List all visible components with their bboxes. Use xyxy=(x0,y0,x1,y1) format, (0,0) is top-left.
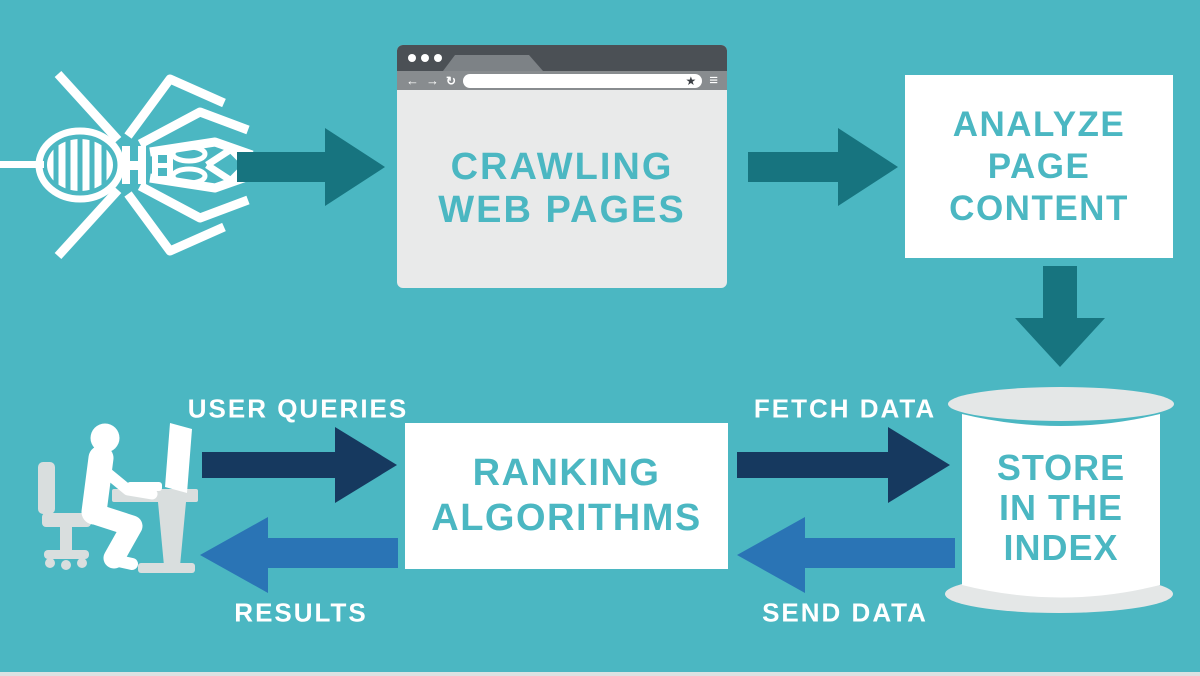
menu-icon: ≡ xyxy=(709,72,718,89)
browser-window: ← → ↻ ★ ≡ CRAWLING WEB PAGES xyxy=(397,45,727,288)
forward-icon: → xyxy=(426,73,439,88)
arrow-send-data xyxy=(737,517,955,593)
results-label: RESULTS xyxy=(234,597,368,628)
send-data-label: SEND DATA xyxy=(762,597,928,628)
ranking-line1: RANKING xyxy=(472,452,661,494)
crawling-line2: WEB PAGES xyxy=(438,189,686,231)
store-in-the-index-label: STORE IN THE INDEX xyxy=(949,448,1173,568)
database-cylinder-icon xyxy=(945,387,1174,613)
analyze-line3: CONTENT xyxy=(949,188,1129,228)
arrow-user-queries xyxy=(202,427,397,503)
user-queries-label: USER QUERIES xyxy=(187,393,409,424)
index-line1: STORE xyxy=(996,447,1126,488)
index-line2: IN THE xyxy=(998,487,1123,528)
bottom-edge-strip xyxy=(0,672,1200,676)
fetch-data-label: FETCH DATA xyxy=(753,393,937,424)
ranking-line2: ALGORITHMS xyxy=(431,497,702,539)
arrow-crawling-to-analyze xyxy=(748,128,898,206)
crawling-web-pages-label: CRAWLING WEB PAGES xyxy=(397,90,727,288)
arrow-fetch-data xyxy=(737,427,950,503)
url-bar: ★ xyxy=(463,73,703,88)
bookmark-star-icon: ★ xyxy=(685,73,697,88)
index-line3: INDEX xyxy=(1003,527,1119,568)
browser-toolbar: ← → ↻ ★ ≡ xyxy=(397,71,727,90)
arrow-results xyxy=(200,517,398,593)
window-dots-icon xyxy=(408,54,442,62)
browser-titlebar xyxy=(397,45,727,71)
analyze-line1: ANALYZE xyxy=(952,104,1126,144)
spider-crawler-icon xyxy=(0,70,254,260)
back-icon: ← xyxy=(406,73,419,88)
arrow-analyze-to-index xyxy=(1015,266,1105,367)
ranking-algorithms-box: RANKING ALGORITHMS xyxy=(405,423,728,569)
refresh-icon: ↻ xyxy=(446,73,457,88)
crawling-line1: CRAWLING xyxy=(450,146,674,189)
analyze-page-content-box: ANALYZE PAGE CONTENT xyxy=(905,75,1173,258)
browser-tab xyxy=(443,55,543,71)
arrow-spider-to-crawling xyxy=(237,128,385,206)
analyze-line2: PAGE xyxy=(987,146,1091,186)
user-at-computer-icon xyxy=(38,423,198,573)
